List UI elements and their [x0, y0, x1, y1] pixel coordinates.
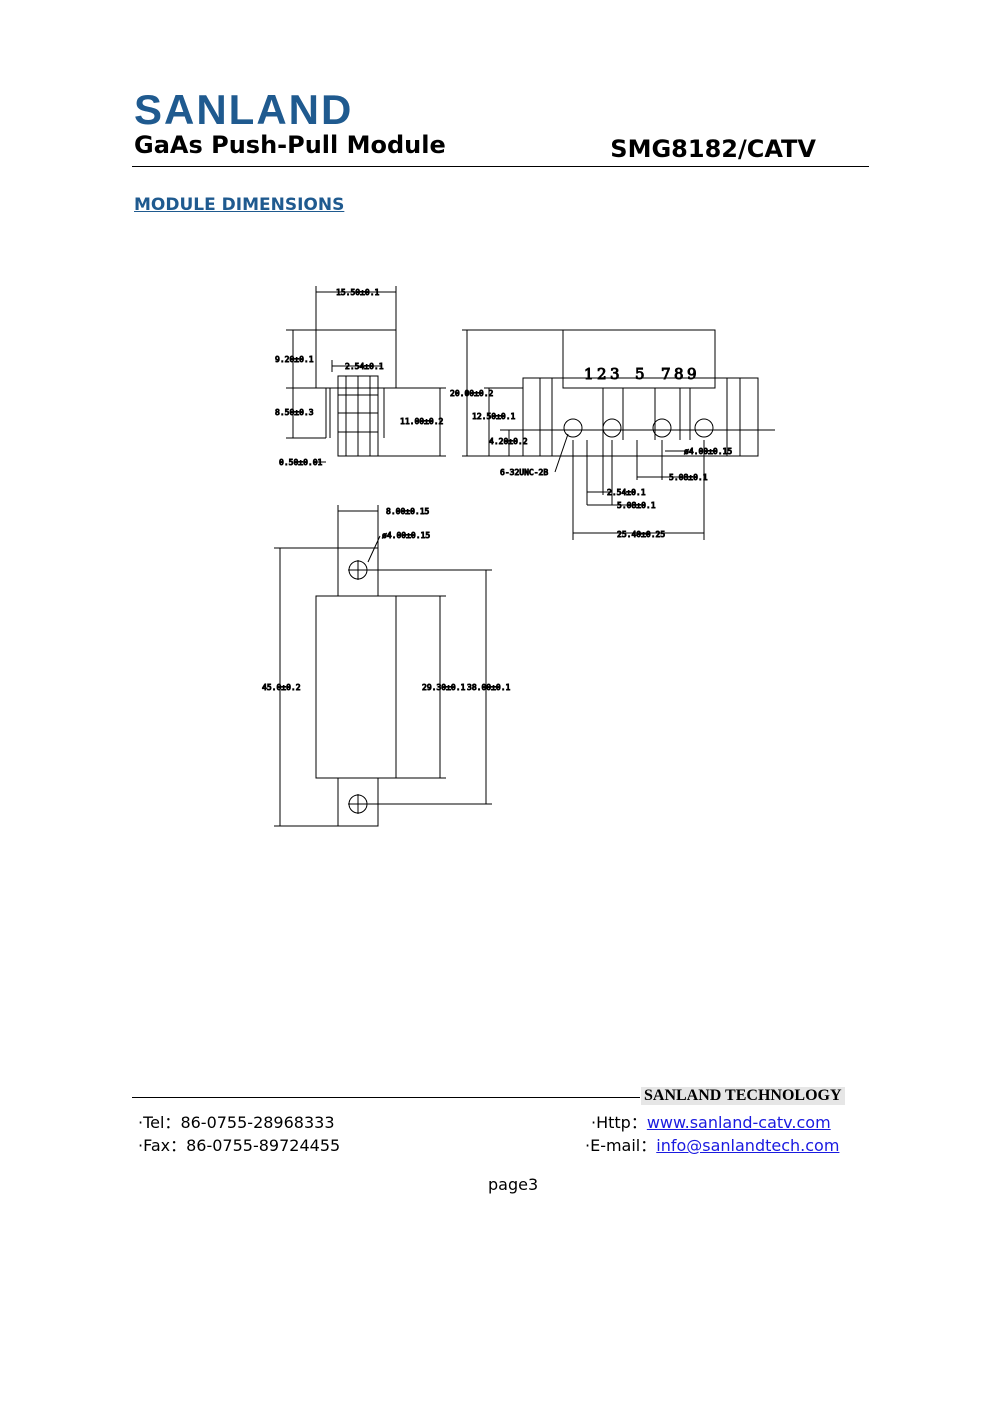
- dim-h-mid: 12.50±0.1: [472, 412, 516, 421]
- dim-h-top: 9.20±0.1: [275, 355, 314, 364]
- front-view: [462, 329, 775, 540]
- pin-1: 1: [584, 365, 594, 383]
- plan-view: [274, 505, 492, 827]
- dim-width-top: 15.50±0.1: [336, 288, 380, 297]
- dim-h-pin: 8.50±0.3: [275, 408, 314, 417]
- contact-fax: ·Fax：86-0755-89724455: [138, 1132, 340, 1156]
- header-divider: [132, 166, 869, 167]
- page-value: 3: [527, 1175, 539, 1194]
- dim-pitch-254: 2.54±0.1: [607, 488, 646, 497]
- page-number: page3: [488, 1175, 538, 1194]
- dim-hole-front: ø4.00±0.15: [684, 447, 732, 456]
- front-heatsink: [522, 377, 759, 457]
- contact-tel: ·Tel：86-0755-28968333: [138, 1109, 335, 1133]
- dim-len-body: 29.30±0.1: [422, 683, 466, 692]
- mount-hole-right: [694, 418, 714, 438]
- contact-email: ·E-mail：info@sanlandtech.com: [585, 1132, 839, 1156]
- pin-8: 8: [674, 365, 684, 383]
- side-top-body: [315, 329, 397, 389]
- pin-5: 5: [635, 365, 645, 383]
- fax-label: ·Fax：: [138, 1136, 187, 1155]
- tel-label: ·Tel：: [138, 1113, 181, 1132]
- pin-3: 3: [610, 365, 620, 383]
- fax-value: 86-0755-89724455: [186, 1136, 341, 1155]
- footer-divider: [132, 1097, 640, 1098]
- dim-pin-thk: 0.50±0.01: [279, 458, 323, 467]
- dim-hole-plan: ø4.00±0.15: [382, 531, 430, 540]
- product-title: GaAs Push-Pull Module: [134, 131, 446, 159]
- section-title: MODULE DIMENSIONS: [134, 195, 345, 215]
- mount-hole-2: [602, 418, 622, 438]
- pin-2: 2: [597, 365, 607, 383]
- pin-7: 7: [661, 365, 671, 383]
- plan-body: [315, 595, 397, 779]
- company-logo: SANLAND: [134, 86, 354, 133]
- page-label: page: [488, 1175, 528, 1194]
- dim-h-low: 4.20±0.2: [489, 437, 528, 446]
- mount-hole-3: [652, 418, 672, 438]
- mount-hole-left: [563, 418, 583, 438]
- http-label: ·Http：: [591, 1113, 647, 1132]
- dim-tab-w: 8.00±0.15: [386, 507, 430, 516]
- front-top-body: [562, 329, 716, 389]
- dim-span: 25.40±0.25: [617, 530, 665, 539]
- dim-len-holes: 38.00±0.1: [467, 683, 511, 692]
- dim-thread: 6-32UNC-2B: [500, 468, 548, 477]
- dim-pitch-508a: 5.08±0.1: [669, 473, 708, 482]
- dim-pitch-side: 2.54±0.1: [345, 362, 384, 371]
- email-link[interactable]: info@sanlandtech.com: [656, 1136, 840, 1155]
- model-number: SMG8182/CATV: [610, 135, 816, 163]
- plan-tab-bottom: [337, 777, 379, 827]
- side-view: [286, 286, 446, 463]
- dim-h-body: 11.00±0.2: [400, 417, 444, 426]
- pin-9: 9: [687, 365, 697, 383]
- email-label: ·E-mail：: [585, 1136, 657, 1155]
- dim-len-total: 45.0±0.2: [262, 683, 301, 692]
- dim-h-total: 20.00±0.2: [450, 389, 494, 398]
- dim-pitch-508b: 5.08±0.1: [617, 501, 656, 510]
- website-link[interactable]: www.sanland-catv.com: [646, 1113, 831, 1132]
- contact-http: ·Http：www.sanland-catv.com: [591, 1109, 831, 1133]
- tel-value: 86-0755-28968333: [180, 1113, 335, 1132]
- footer-company: SANLAND TECHNOLOGY: [641, 1087, 845, 1105]
